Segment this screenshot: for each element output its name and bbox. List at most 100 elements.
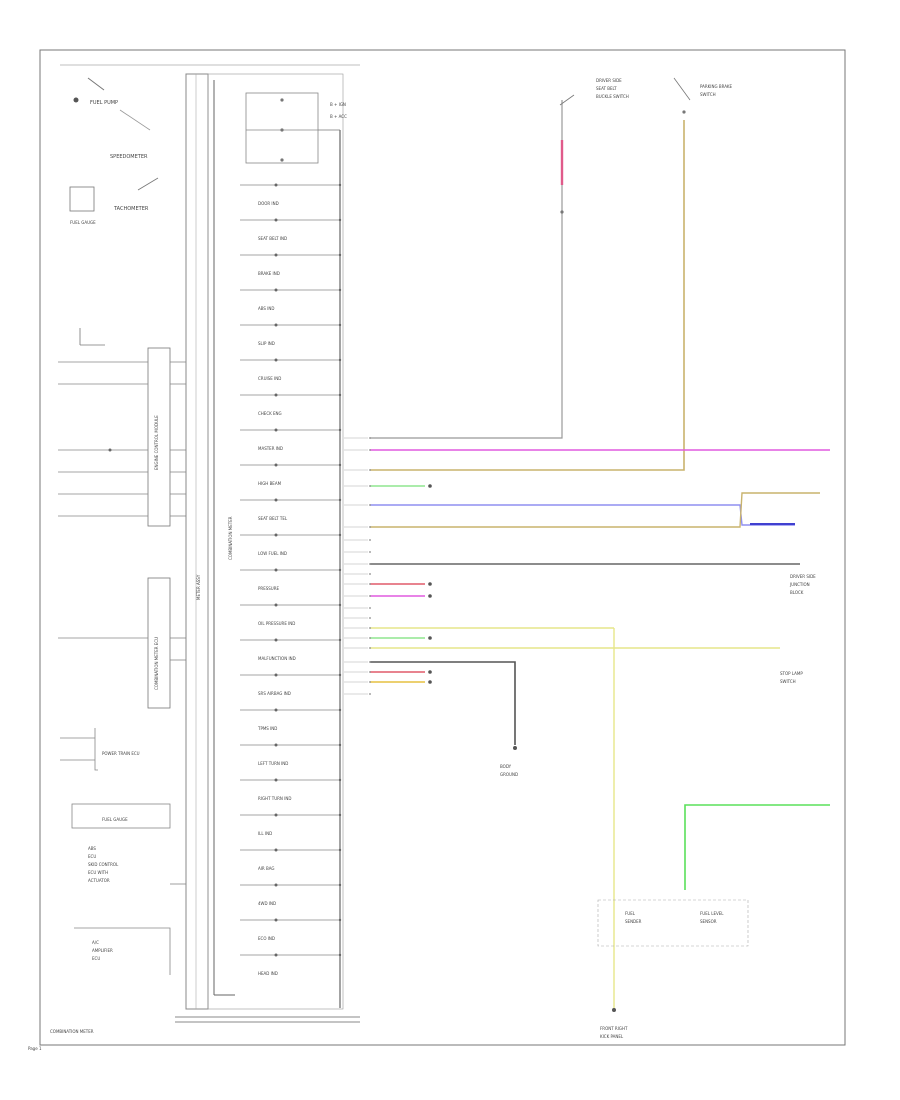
meter-row-label: ILL IND (258, 831, 272, 836)
meter-row-label: HEAD IND (258, 971, 278, 976)
speedometer-label: SPEEDOMETER (110, 154, 148, 160)
tachometer-label: TACHOMETER (113, 206, 149, 212)
meter-row-label: ECO IND (258, 936, 275, 941)
meter-row: ABS IND (240, 288, 342, 311)
box-line: AMPLIFIER (92, 948, 113, 953)
kick-panel-label: FRONT RIGHT (600, 1026, 628, 1031)
meter-row: SEAT BELT TEL (240, 498, 342, 521)
fuel-gauge-box (69, 186, 95, 212)
meter-row: SRS AIRBAG IND (240, 673, 342, 696)
meter-row: PRESSURE (240, 568, 342, 591)
svg-text:KICK PANEL: KICK PANEL (600, 1034, 624, 1039)
box2 (71, 803, 171, 829)
svg-text:SWITCH: SWITCH (780, 679, 796, 684)
box-line: A/C (92, 940, 99, 945)
fuel-gauge-label: FUEL GAUGE (70, 220, 96, 225)
meter-row-label: MASTER IND (258, 446, 283, 451)
svg-text:SENSOR: SENSOR (700, 919, 717, 924)
box2-title: FUEL GAUGE (102, 817, 128, 822)
meter-row-label: CRUISE IND (258, 376, 281, 381)
meter-row-label: HIGH BEAM (258, 481, 282, 486)
fuel-level-label: FUEL LEVEL (700, 911, 724, 916)
fuel-pump-icon (73, 97, 79, 103)
meter-row: SLIP IND (240, 323, 342, 346)
meter-row-label: OIL PRESSURE IND (258, 621, 295, 626)
meter-row: DOOR IND (240, 183, 342, 206)
meter-row-label: CHECK ENG (258, 411, 282, 416)
meter-row-label: BRAKE IND (258, 271, 280, 276)
fuel-sender-label: FUEL (625, 911, 636, 916)
svg-text:B + IGN: B + IGN (330, 102, 346, 107)
box-line: SKID CONTROL (88, 862, 119, 867)
meter-row: LOW FUEL IND (240, 533, 342, 556)
box-line: ECU (88, 854, 96, 859)
meter-row: MALFUNCTION IND (240, 638, 342, 661)
diagram-frame (39, 49, 846, 1046)
meter-outer-column (185, 73, 209, 1010)
ecu-bottom-block (147, 577, 171, 709)
svg-text:B + ACC: B + ACC (330, 114, 347, 119)
meter-row: SEAT BELT IND (240, 218, 342, 241)
seat-belt-switch-label: DRIVER SIDE (596, 78, 622, 83)
box-line: ABS (88, 846, 96, 851)
box-line: ECU (92, 956, 100, 961)
meter-row: HIGH BEAM (240, 463, 342, 486)
meter-row-label: AIR BAG (258, 866, 274, 871)
meter-row-label: PRESSURE (258, 586, 280, 591)
body-ground-label: BODY (500, 764, 512, 769)
svg-text:SEAT BELT: SEAT BELT (596, 86, 617, 91)
meter-row: CHECK ENG (240, 393, 342, 416)
ecu-bottom-label: COMBINATION METER ECU (154, 637, 159, 690)
svg-text:BUCKLE SWITCH: BUCKLE SWITCH (596, 94, 629, 99)
meter-row-label: RIGHT TURN IND (258, 796, 291, 801)
box-line: ECU WITH (88, 870, 108, 875)
meter-row-label: SEAT BELT TEL (258, 516, 288, 521)
parking-brake-label: PARKING BRAKE (700, 84, 733, 89)
ecu-top-label: ENGINE CONTROL MODULE (154, 415, 159, 470)
meter-row-label: SRS AIRBAG IND (258, 691, 291, 696)
svg-text:SWITCH: SWITCH (700, 92, 716, 97)
meter-row-label: LOW FUEL IND (258, 551, 287, 556)
meter-row: AIR BAG (240, 848, 342, 871)
meter-row: ECO IND (240, 918, 342, 941)
meter-row-label: 4WD IND (258, 901, 276, 906)
wire-tags (344, 437, 371, 695)
junction-1-label: DRIVER SIDE (790, 574, 816, 579)
box4 (74, 927, 171, 975)
ecu-top-block (147, 347, 171, 527)
meter-row: RIGHT TURN IND (240, 778, 342, 801)
section-title: COMBINATION METER (50, 1029, 94, 1034)
box1-title: POWER TRAIN ECU (102, 751, 140, 756)
parking-brake-wire (370, 120, 685, 471)
meter-row: CRUISE IND (240, 358, 342, 381)
meter-row-label: SLIP IND (258, 341, 275, 346)
meter-row-label: DOOR IND (258, 201, 279, 206)
meter-row-label: ABS IND (258, 306, 274, 311)
svg-text:JUNCTION: JUNCTION (789, 582, 810, 587)
stop-lamp-label: STOP LAMP (780, 671, 803, 676)
meter-row: 4WD IND (240, 883, 342, 906)
seat-belt-wire (370, 100, 563, 439)
meter-row: BRAKE IND (240, 253, 342, 276)
meter-rows: DOOR IND SEAT BELT IND BRAKE IND ABS IND SLI… (240, 183, 342, 976)
box-line: ACTUATOR (88, 878, 110, 883)
meter-row-label: LEFT TURN IND (258, 761, 288, 766)
column-label-2: COMBINATION METER (228, 516, 233, 560)
meter-row-label: MALFUNCTION IND (258, 656, 296, 661)
fuel-pump-label: FUEL PUMP (90, 100, 118, 106)
meter-row: MASTER IND (240, 428, 342, 451)
meter-row: OIL PRESSURE IND (240, 603, 342, 626)
svg-text:SENDER: SENDER (625, 919, 642, 924)
meter-row: LEFT TURN IND (240, 743, 342, 766)
page-note: Page 1 (28, 1046, 42, 1051)
box3-text: ABS ECU SKID CONTROL ECU WITH ACTUATOR (88, 846, 119, 883)
fuel-sender-box (597, 899, 749, 947)
meter-row: TPMS IND (240, 708, 342, 731)
meter-row-label: SEAT BELT IND (258, 236, 287, 241)
meter-row: ILL IND (240, 813, 342, 836)
column-label: METER ASSY (196, 574, 201, 600)
meter-inner-column (207, 73, 344, 1010)
meter-row: HEAD IND (240, 953, 342, 976)
svg-text:BLOCK: BLOCK (790, 590, 804, 595)
